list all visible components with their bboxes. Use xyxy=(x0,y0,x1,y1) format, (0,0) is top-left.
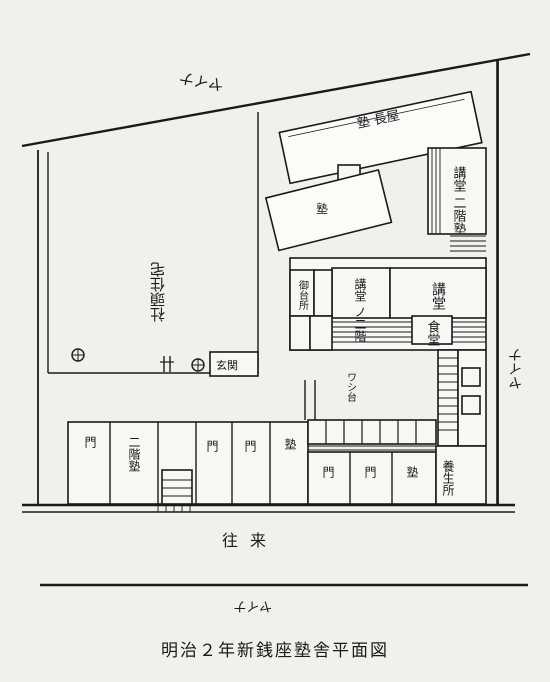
middle-building xyxy=(264,168,393,252)
dining-hall-box xyxy=(411,315,453,345)
right-corridor-hatch xyxy=(438,357,458,431)
lecture-hall-2f-label: 講堂 ノ二階 xyxy=(353,277,367,343)
street-mid-label: 往来 xyxy=(222,531,278,550)
dining-hall-label: 食堂 xyxy=(425,319,441,346)
dormitory-roof xyxy=(278,90,483,185)
street-side-label: ヤイナ xyxy=(508,348,524,390)
small-room-a xyxy=(289,315,311,351)
vacant-lot-label: 社頭住宅 xyxy=(149,262,167,322)
street-line-top xyxy=(21,52,531,148)
lecture-hall-center-label: 講堂 xyxy=(430,282,446,310)
street-bottom-label: ヤイナ xyxy=(234,598,272,613)
property-boundary xyxy=(37,60,499,506)
middle-building-label: 塾 xyxy=(316,201,328,216)
juku-label-1: 塾 xyxy=(283,437,297,450)
gate-label-1: 門 xyxy=(83,436,97,448)
kitchen-label: 御台所 xyxy=(297,279,309,311)
gate-house xyxy=(209,351,259,377)
middle-roof xyxy=(264,168,393,252)
well-symbol xyxy=(71,348,85,362)
dining-hall-hatch xyxy=(332,321,486,343)
front-step-bars xyxy=(157,504,191,512)
figure-caption: 明治２年新銭座塾舎平面図 xyxy=(161,641,389,661)
lower-right-small-rooms xyxy=(307,419,437,445)
front-gate-steps xyxy=(161,469,193,505)
lecture-hall-2f xyxy=(331,267,391,319)
vacant-lot-wall xyxy=(48,112,259,374)
lower-right-rooms xyxy=(307,451,437,505)
kitchen-annex xyxy=(313,269,333,317)
lecture-hall-right-hatch xyxy=(431,148,441,234)
nurse-room-label: 養生所 xyxy=(441,459,455,496)
gate-post-symbol xyxy=(160,356,174,372)
lecture-hall-right-label: 講堂 二階塾 xyxy=(451,165,467,235)
gate-label-5: 門 xyxy=(363,466,377,478)
gate-label-2: 門 xyxy=(205,440,219,452)
small-room-b xyxy=(309,315,333,351)
front-gate-steps-hatch xyxy=(162,479,192,497)
stair-hatching-right xyxy=(450,235,486,252)
gate-label-4: 門 xyxy=(321,466,335,478)
nurse-room xyxy=(435,445,487,505)
well-symbol-2 xyxy=(191,358,205,372)
juku-label-2: 塾 xyxy=(405,465,419,478)
lecture-hall-center xyxy=(389,267,487,319)
gate-label-3: 門 xyxy=(243,440,257,452)
dormitory-building xyxy=(278,90,483,185)
gate-house-label: 玄関 xyxy=(216,358,238,372)
lecture-hall-right xyxy=(427,147,487,235)
ni-kai-label: 二階塾 xyxy=(127,436,141,472)
street-top-label: ヤイナ xyxy=(178,68,225,93)
lower-right-hatch xyxy=(308,445,436,451)
stairs-label: ワシ台 xyxy=(345,372,356,403)
